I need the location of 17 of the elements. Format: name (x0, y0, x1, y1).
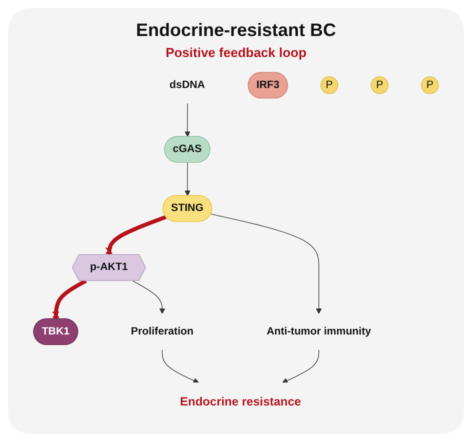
connector (105, 215, 167, 255)
arrow (162, 349, 200, 384)
arrow (184, 162, 190, 196)
node-text: Endocrine resistance (180, 394, 301, 408)
node-text: Proliferation (130, 326, 194, 337)
title: Endocrine-resistant BC (136, 20, 336, 41)
loop-label: Positive feedback loop (166, 45, 306, 60)
node-text: dsDNA (170, 79, 205, 91)
node-circle: P (370, 76, 388, 94)
node-text: Anti-tumor immunity (266, 326, 372, 337)
node-circle: P (320, 76, 338, 94)
arrow (282, 349, 320, 384)
arrow (132, 280, 166, 314)
arrow (210, 214, 322, 314)
connector (52, 279, 87, 320)
node-circle: P (421, 76, 439, 94)
arrow (184, 103, 190, 137)
